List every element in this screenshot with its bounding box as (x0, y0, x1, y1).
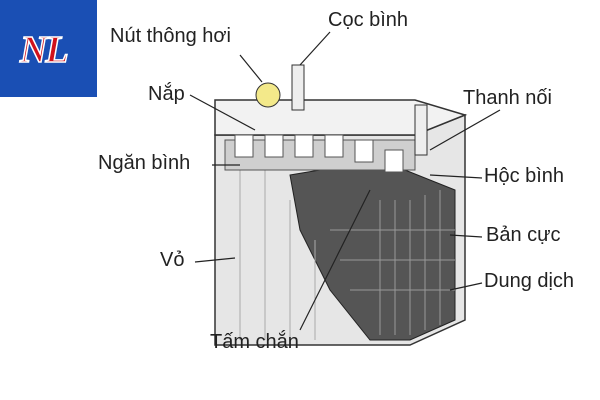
label-connector: Thanh nối (463, 87, 552, 109)
terminal-post (291, 64, 305, 111)
label-cell-block: Hộc bình (484, 165, 565, 187)
label-vent-cap: Nút thông hơi (110, 25, 231, 47)
logo: NL (0, 0, 97, 97)
battery-lid (214, 99, 468, 136)
label-lid: Nắp (148, 83, 185, 105)
logo-text: NL (19, 28, 69, 72)
vent-cap (255, 82, 281, 108)
label-plates: Bản cực (486, 224, 561, 246)
label-case: Vỏ (160, 249, 185, 271)
label-separator: Tấm chắn (210, 331, 299, 353)
label-electrolyte: Dung dịch (484, 270, 575, 292)
label-terminal: Cọc bình (328, 9, 409, 31)
terminal-post (414, 104, 428, 156)
label-cell-compartment: Ngăn bình (98, 152, 191, 174)
